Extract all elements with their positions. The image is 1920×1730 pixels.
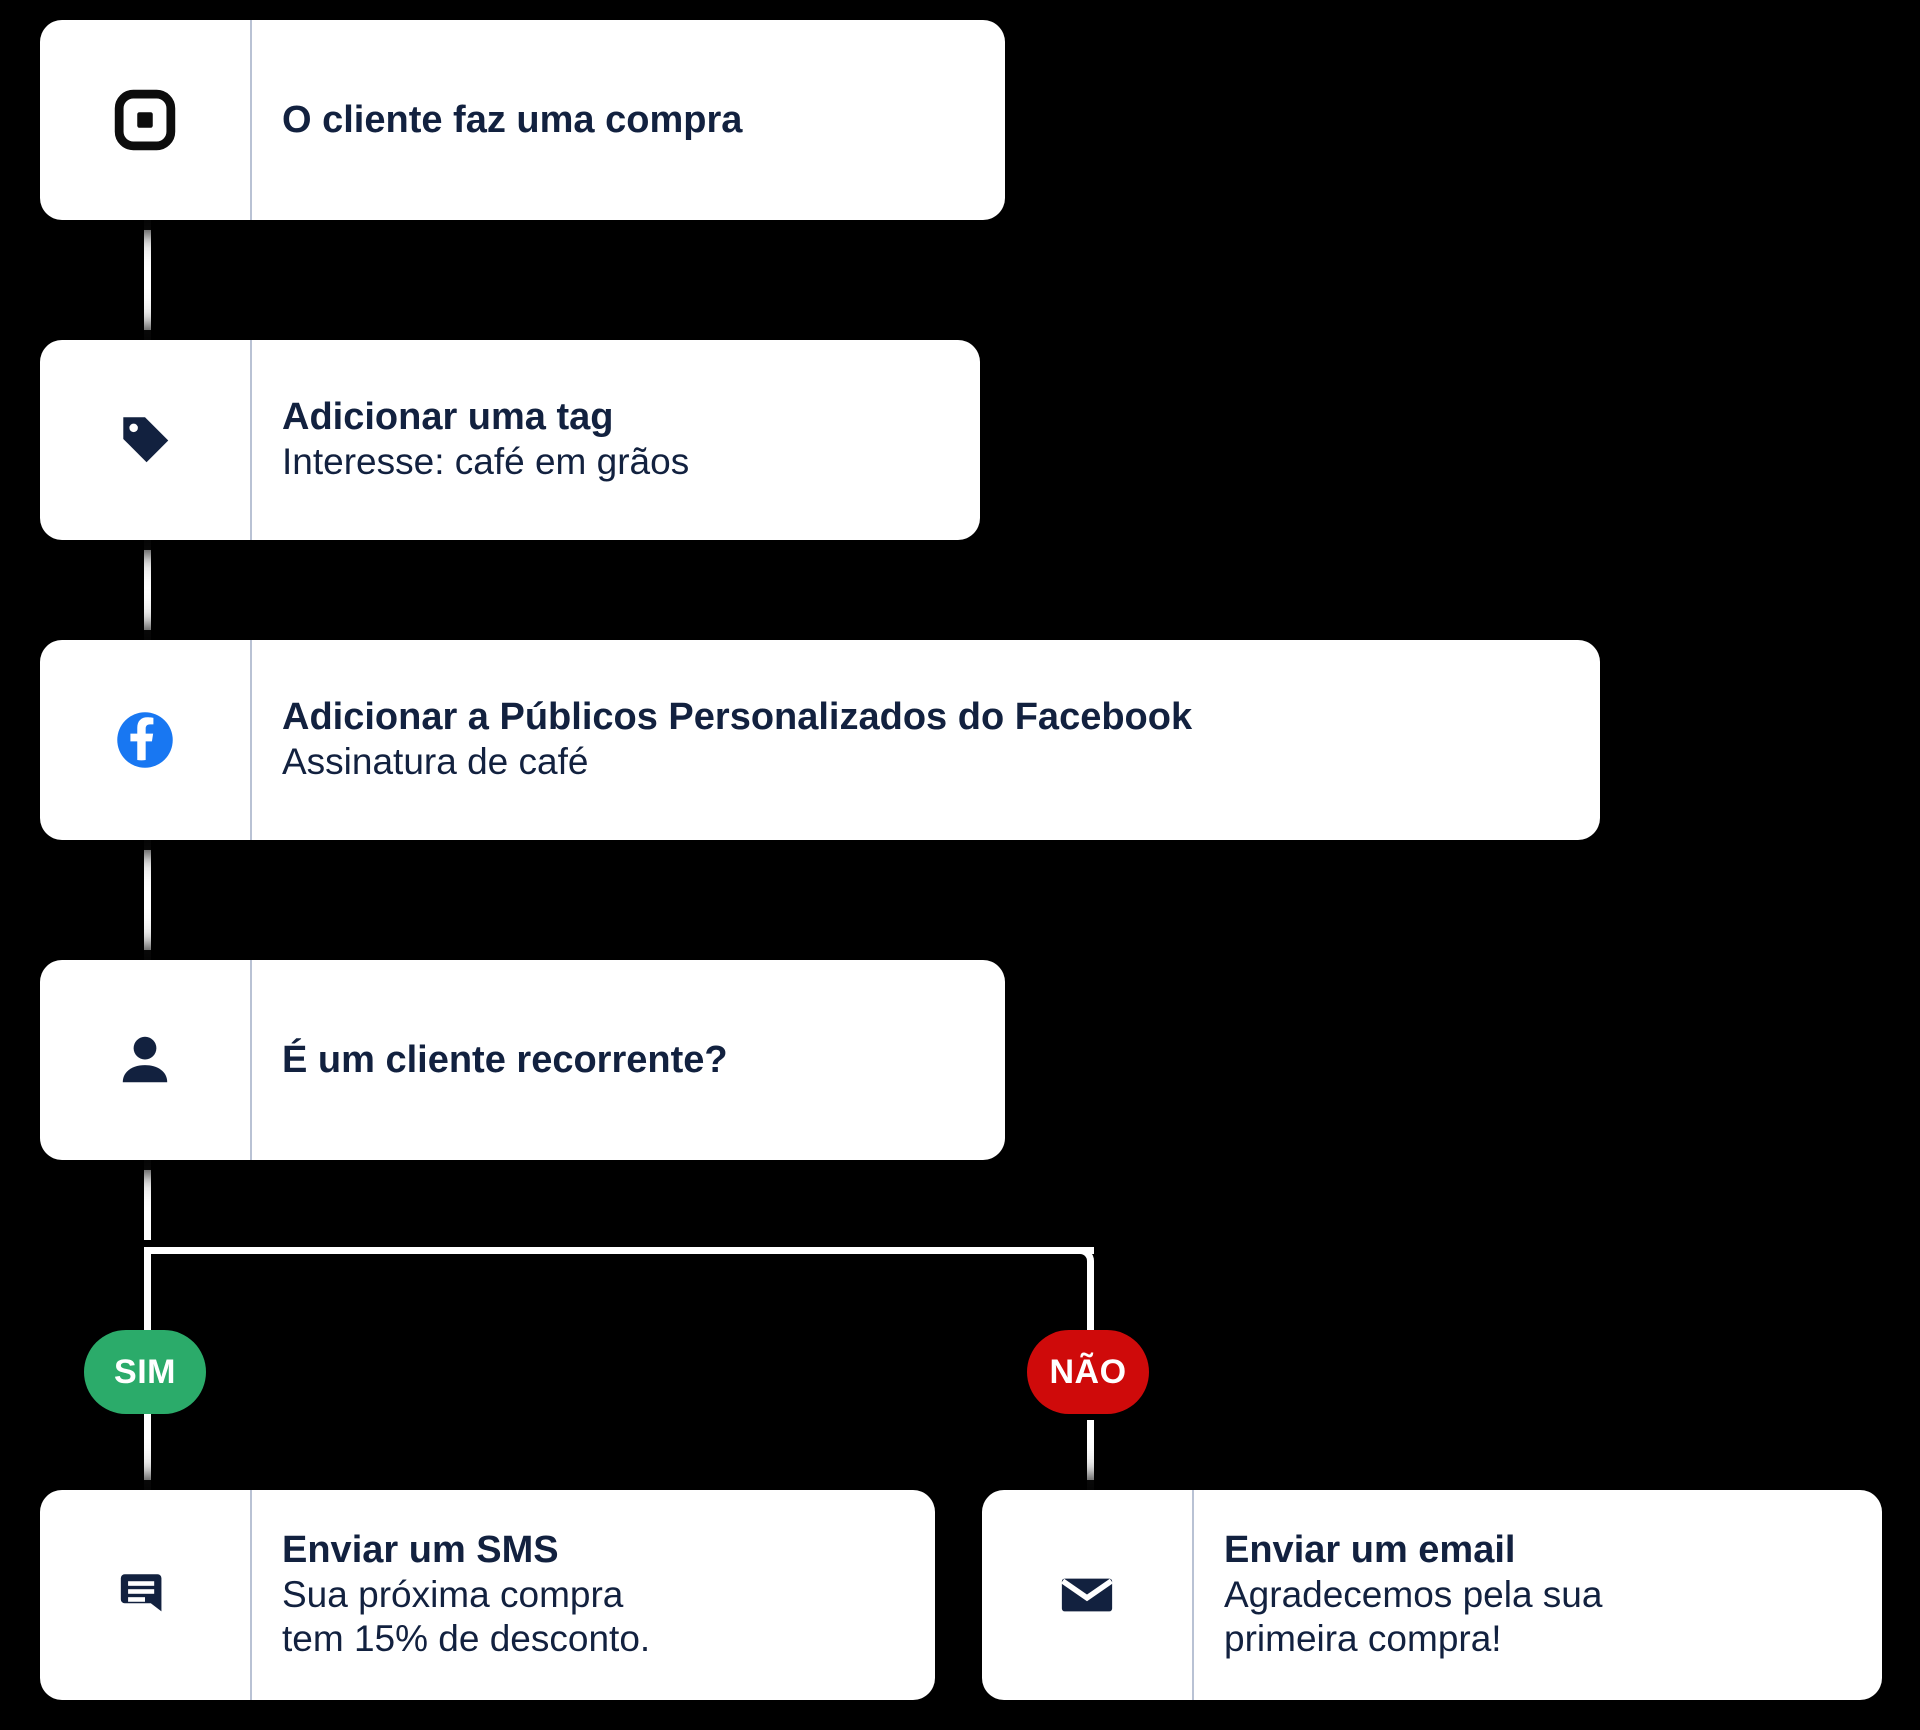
flow-node-title: Adicionar a Públicos Personalizados do F… [282,696,1193,739]
person-icon [40,960,252,1160]
flow-node-title: Adicionar uma tag [282,396,614,439]
flow-node-purchase-body: O cliente faz uma compra [252,20,776,220]
tag-icon [40,340,252,540]
flow-node-add-tag[interactable]: Adicionar uma tag Interesse: café em grã… [40,340,980,540]
flow-node-purchase[interactable]: O cliente faz uma compra [40,20,1005,220]
flow-node-facebook-body: Adicionar a Públicos Personalizados do F… [252,640,1226,840]
flow-node-send-sms[interactable]: Enviar um SMS Sua próxima compra tem 15%… [40,1490,935,1700]
flow-node-send-email[interactable]: Enviar um email Agradecemos pela sua pri… [982,1490,1882,1700]
branch-badge-yes-label: SIM [114,1352,176,1391]
connector-branch-corner [1072,1247,1094,1269]
flow-node-subtitle: Assinatura de café [282,741,589,783]
flow-node-title: Enviar um email [1224,1529,1516,1572]
flow-node-recurring-check[interactable]: É um cliente recorrente? [40,960,1005,1160]
flow-node-send-email-body: Enviar um email Agradecemos pela sua pri… [1194,1490,1636,1700]
branch-badge-yes[interactable]: SIM [84,1330,206,1414]
connector-no-leg [1087,1262,1094,1372]
square-logo-icon [40,20,252,220]
flow-node-send-sms-body: Enviar um SMS Sua próxima compra tem 15%… [252,1490,684,1700]
connector-branch-bar [144,1247,1094,1254]
flow-node-subtitle: Interesse: café em grãos [282,441,690,483]
flow-node-title: O cliente faz uma compra [282,98,743,141]
facebook-icon [40,640,252,840]
chat-bubble-icon [40,1490,252,1700]
flow-node-recurring-body: É um cliente recorrente? [252,960,762,1160]
flow-node-add-tag-body: Adicionar uma tag Interesse: café em grã… [252,340,723,540]
flow-node-subtitle: Agradecemos pela sua primeira compra! [1224,1574,1603,1660]
flow-node-subtitle: Sua próxima compra tem 15% de desconto. [282,1574,651,1660]
flow-node-title: É um cliente recorrente? [282,1038,728,1081]
flow-node-facebook-audience[interactable]: Adicionar a Públicos Personalizados do F… [40,640,1600,840]
branch-badge-no[interactable]: NÃO [1027,1330,1149,1414]
connector-no-stub [1087,1420,1094,1500]
envelope-icon [982,1490,1194,1700]
branch-badge-no-label: NÃO [1049,1352,1127,1391]
flow-node-title: Enviar um SMS [282,1529,559,1572]
